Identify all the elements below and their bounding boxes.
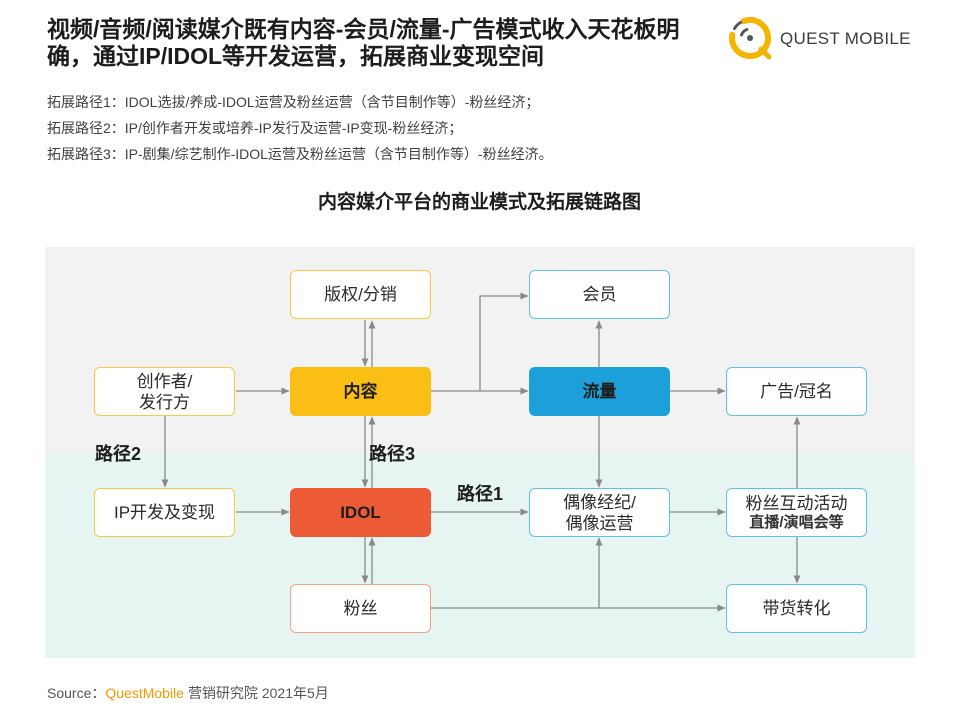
node-label-line-2: 偶像运营 [565,513,634,533]
node-fans: 粉丝 [290,584,431,633]
arrow-content-to-member [479,292,529,391]
path-label-2: 路径2 [95,444,142,464]
node-label: 内容 [343,382,378,401]
node-advertising-naming: 广告/冠名 [726,367,867,416]
logo-dot [747,35,753,41]
expansion-path-1: 拓展路径1：IDOL选拔/养成-IDOL运营及粉丝运营（含节目制作等）-粉丝经济… [47,94,540,110]
node-label: IP开发及变现 [113,503,216,522]
node-label-line-2: 发行方 [139,392,190,412]
logo-text: QUEST MOBILE [780,29,911,48]
logo-tail [758,46,772,60]
node-label-line-1: 创作者/ [136,371,193,391]
node-label: 广告/冠名 [760,382,833,401]
node-creator-publisher: 创作者/ 发行方 [94,367,235,416]
node-idol: IDOL [290,488,431,537]
questmobile-logo-icon [729,17,772,60]
node-sublabel: 直播/演唱会等 [749,514,844,531]
expansion-path-3: 拓展路径3：IP-剧集/综艺制作-IDOL运营及粉丝运营（含节目制作等）-粉丝经… [47,146,553,162]
expansion-path-2: 拓展路径2：IP/创作者开发或培养-IP发行及运营-IP变现-粉丝经济； [47,120,463,136]
page-title: 视频/音频/阅读媒介既有内容-会员/流量-广告模式收入天花板明 确，通过IP/I… [47,16,680,70]
path-label-1: 路径1 [457,484,504,504]
node-membership: 会员 [529,270,670,319]
title-line-2: 确，通过IP/IDOL等开发运营，拓展商业变现空间 [47,43,545,69]
node-fan-activity: 粉丝互动活动 直播/演唱会等 [726,488,867,537]
node-label: 带货转化 [762,599,831,618]
expansion-paths: 拓展路径1：IDOL选拔/养成-IDOL运营及粉丝运营（含节目制作等）-粉丝经济… [47,89,553,167]
source-prefix: Source： [47,685,106,701]
logo-inner-arc [740,28,749,37]
path-label-3: 路径3 [369,444,416,464]
node-label: 流量 [582,382,617,401]
node-label: 粉丝互动活动 [745,494,848,513]
node-ip-development: IP开发及变现 [94,488,235,537]
node-sales-conversion: 带货转化 [726,584,867,633]
node-idol-agency: 偶像经纪/ 偶像运营 [529,488,670,537]
title-line-1: 视频/音频/阅读媒介既有内容-会员/流量-广告模式收入天花板明 [47,16,680,42]
node-label: 会员 [582,285,617,304]
logo-outer-arc [733,21,742,30]
node-copyright-distribution: 版权/分销 [290,270,431,319]
questmobile-logo: QUEST MOBILE [724,12,924,64]
source-brand: QuestMobile [105,685,184,701]
node-label-line-1: 偶像经纪/ [563,492,636,512]
node-label: 版权/分销 [324,285,397,304]
diagram-title: 内容媒介平台的商业模式及拓展链路图 [317,192,641,213]
node-traffic: 流量 [529,367,670,416]
source-suffix: 营销研究院 2021年5月 [187,685,329,701]
node-label: 粉丝 [343,599,378,618]
node-label: IDOL [340,503,381,522]
node-content: 内容 [290,367,431,416]
